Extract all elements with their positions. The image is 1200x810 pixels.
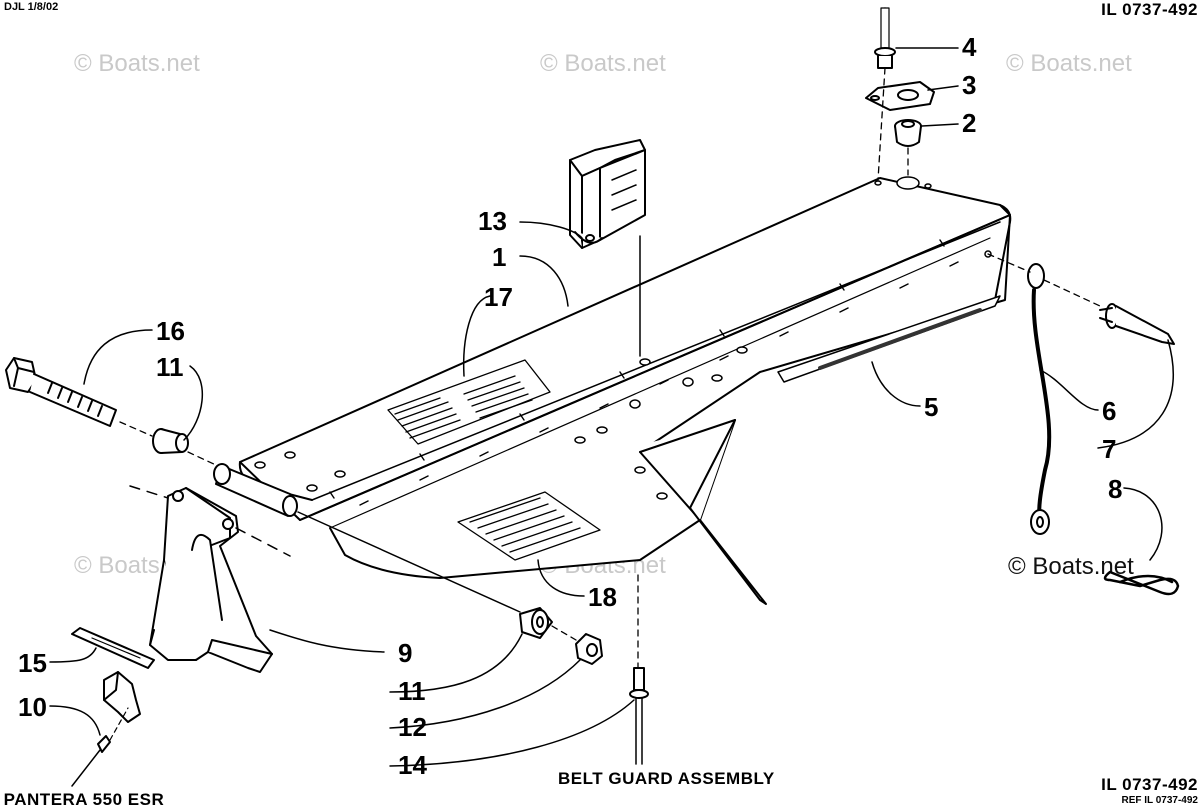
- illustration-number-bottom: IL 0737-492: [1101, 775, 1198, 794]
- leader-lines: [49, 47, 1174, 767]
- plate-15: [71, 627, 155, 669]
- callout-2: 2: [962, 108, 976, 138]
- callout-5: 5: [924, 392, 938, 422]
- watermark: © Boats.net: [1006, 50, 1132, 77]
- callout-10: 10: [18, 692, 47, 722]
- nut-12: [575, 633, 603, 665]
- lock-pin-7: [1099, 303, 1175, 345]
- bolt-16: [5, 357, 117, 427]
- callout-14: 14: [398, 750, 427, 780]
- callout-1: 1: [492, 242, 506, 272]
- callout-17: 17: [484, 282, 513, 312]
- warning-decal-18: [457, 491, 601, 561]
- spacer-11-lower: [519, 607, 553, 639]
- pin-10: [71, 707, 129, 787]
- mount-bracket-9: [149, 487, 273, 673]
- sleeve-spacer: [213, 463, 298, 517]
- callout-11-upper: 11: [156, 352, 184, 382]
- callout-16: 16: [156, 316, 185, 346]
- callout-11-lower: 11: [398, 676, 426, 706]
- bracket-clip-13: [569, 139, 646, 249]
- reference-code: REF IL 0737-492: [1121, 795, 1198, 806]
- callout-18: 18: [588, 582, 617, 612]
- grommet-2: [894, 119, 922, 147]
- callout-3: 3: [962, 70, 976, 100]
- tether-cable-6: [1027, 263, 1052, 535]
- callout-15: 15: [18, 648, 47, 678]
- illustration-number-top: IL 0737-492: [1101, 0, 1198, 19]
- hitch-pin-8: [1103, 570, 1180, 596]
- belt-guard-body: [238, 176, 1012, 605]
- spacer-11-upper: [152, 428, 189, 454]
- drawing-date-code: DJL 1/8/02: [4, 1, 59, 13]
- watermark: © Boats.net: [540, 50, 666, 77]
- callout-12: 12: [398, 712, 427, 742]
- callout-4: 4: [962, 32, 977, 62]
- bracket-plate-3: [865, 81, 935, 111]
- callout-9: 9: [398, 638, 412, 668]
- model-name: '03 PANTERA 550 ESR: [0, 790, 165, 809]
- diagram-caption: BELT GUARD ASSEMBLY: [558, 769, 775, 788]
- callout-13: 13: [478, 206, 507, 236]
- callout-7: 7: [1102, 434, 1116, 464]
- rivet-14: [629, 667, 649, 765]
- watermark: © Boats.net: [74, 50, 200, 77]
- warning-decal-17: [387, 359, 551, 445]
- callout-6: 6: [1102, 396, 1116, 426]
- callout-8: 8: [1108, 474, 1122, 504]
- knob-10: [103, 671, 141, 723]
- rivet-4: [874, 7, 896, 69]
